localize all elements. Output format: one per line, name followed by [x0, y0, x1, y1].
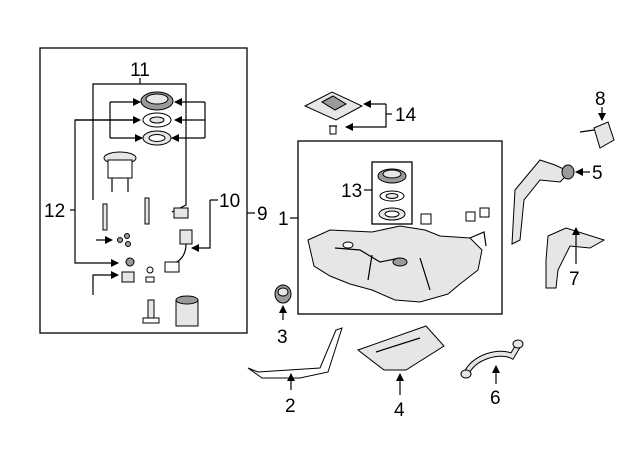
tank-gasket-stack — [364, 161, 413, 225]
lock-ring-part — [140, 91, 174, 111]
callout-12-leaders — [74, 116, 205, 295]
jet-pump-part — [142, 299, 160, 324]
heat-shield-part — [356, 325, 445, 395]
fuel-filter-part — [175, 295, 199, 327]
o-ring-part — [142, 112, 172, 128]
splash-shield-part — [545, 227, 606, 289]
fuel-tank-box: 13 — [290, 140, 503, 315]
callout-8: 8 — [595, 89, 606, 110]
fuel-level-sender-part — [164, 229, 193, 273]
pump-module-part — [103, 151, 137, 192]
filler-neck-part — [511, 159, 590, 245]
callout-10: 10 — [219, 191, 240, 212]
callout-2: 2 — [285, 396, 296, 417]
callout-13: 13 — [341, 181, 362, 202]
grommet-part — [274, 284, 292, 320]
callout-12: 12 — [44, 201, 65, 222]
callout-6: 6 — [490, 388, 501, 409]
fuel-pump-assembly-box: 11 12 10 — [39, 47, 248, 334]
tank-strap-part — [247, 327, 343, 390]
callout-14: 14 — [395, 105, 417, 126]
callout-4: 4 — [394, 400, 405, 421]
fuel-hose-part — [460, 339, 524, 384]
fuel-tank-part — [307, 207, 490, 303]
callout-5: 5 — [592, 163, 603, 184]
callout-3: 3 — [277, 327, 288, 348]
callout-7: 7 — [569, 269, 580, 290]
pump-rod-part — [102, 197, 150, 231]
small-fittings-part — [117, 207, 189, 283]
seal-ring-part — [142, 130, 172, 146]
callout-11: 11 — [130, 60, 150, 81]
callout-14-leaders — [345, 100, 392, 131]
callout-9: 9 — [257, 204, 268, 225]
fuel-cap-part — [579, 107, 615, 149]
callout-1: 1 — [278, 209, 289, 230]
access-cover-part — [303, 91, 364, 135]
